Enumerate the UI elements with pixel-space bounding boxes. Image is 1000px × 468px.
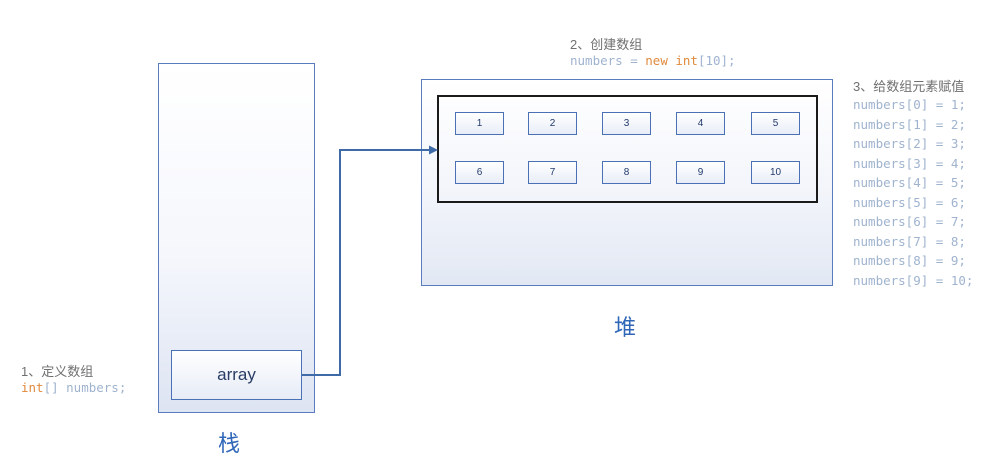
- array-cell-7: 8: [602, 161, 651, 184]
- step2-title: 2、创建数组: [570, 37, 643, 52]
- step1-code-rest: [] numbers;: [43, 380, 127, 395]
- step3-code-line-8: numbers[8] = 9;: [853, 253, 966, 268]
- heap-label: 堆: [614, 315, 637, 340]
- stack-label: 栈: [218, 431, 241, 456]
- step1-code-type: int: [21, 380, 44, 395]
- array-cell-6: 7: [528, 161, 577, 184]
- step3-code-line-6: numbers[6] = 7;: [853, 214, 966, 229]
- array-cell-1: 2: [528, 112, 577, 135]
- step3-code-line-2: numbers[2] = 3;: [853, 136, 966, 151]
- step2-code-type: int: [675, 53, 698, 68]
- array-cell-2: 3: [602, 112, 651, 135]
- step3-code-block: numbers[0] = 1; numbers[1] = 2; numbers[…: [853, 95, 973, 290]
- stack-variable-label: array: [217, 365, 256, 384]
- step3-code-line-1: numbers[1] = 2;: [853, 116, 966, 132]
- step3-title: 3、给数组元素赋值: [853, 79, 965, 94]
- step3-code-line-7: numbers[7] = 8;: [853, 233, 966, 249]
- step3-code-line-5: numbers[5] = 6;: [853, 194, 966, 210]
- heap-array-frame: [437, 95, 818, 203]
- step3-code-line-9: numbers[9] = 10;: [853, 272, 974, 288]
- array-cell-5: 6: [455, 161, 504, 184]
- stack-variable-box: array: [171, 350, 302, 400]
- array-cell-8: 9: [676, 161, 725, 184]
- step2-code: numbers = new int[10];: [570, 53, 736, 68]
- array-cell-4: 5: [751, 112, 800, 135]
- step3-code-line-4: numbers[4] = 5;: [853, 175, 966, 190]
- step1-title: 1、定义数组: [21, 364, 94, 379]
- step2-code-keyword: new: [645, 53, 668, 68]
- step1-code: int[] numbers;: [21, 380, 126, 395]
- step3-code-line-3: numbers[3] = 4;: [853, 155, 966, 171]
- array-cell-9: 10: [751, 161, 800, 184]
- array-cell-3: 4: [676, 112, 725, 135]
- array-cell-0: 1: [455, 112, 504, 135]
- step3-code-line-0: numbers[0] = 1;: [853, 97, 966, 112]
- step2-code-suffix: [10];: [697, 53, 736, 68]
- step2-code-prefix: numbers =: [570, 53, 646, 68]
